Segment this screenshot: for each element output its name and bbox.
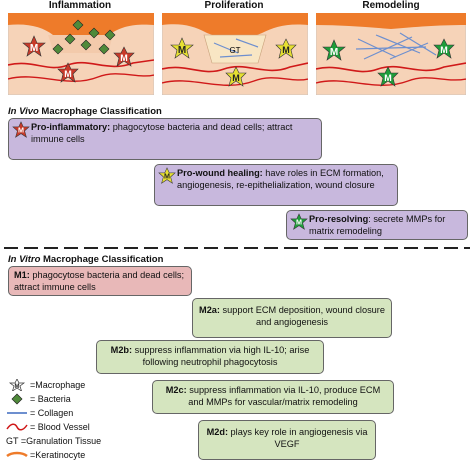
gt-label: GT: [229, 46, 240, 55]
stage-title-inflammation: Inflammation: [48, 0, 112, 11]
in-vivo-title: In Vivo Macrophage Classification: [8, 106, 162, 117]
m1-box: M1: phagocytose bacteria and dead cells;…: [8, 266, 192, 296]
bacteria-icon: [11, 393, 23, 405]
section-divider: [4, 247, 470, 249]
macrophage-icon: M: [275, 38, 297, 59]
m2a-box: M2a: support ECM deposition, wound closu…: [192, 298, 392, 338]
pro-wound-healing-box: M Pro-wound healing: have roles in ECM f…: [154, 164, 398, 206]
m2d-box: M2d: plays key role in angiogenesis via …: [198, 420, 376, 460]
collagen-fibers: [355, 32, 437, 60]
svg-text:M: M: [120, 53, 128, 63]
collagen-icon: [7, 412, 27, 414]
in-vitro-title: In Vitro Macrophage Classification: [8, 254, 164, 265]
svg-text:M: M: [64, 69, 72, 79]
stage-title-remodeling: Remodeling: [362, 0, 420, 11]
macrophage-icon: M: [158, 167, 176, 184]
svg-text:M: M: [30, 43, 38, 54]
macrophage-icon: M: [22, 35, 46, 57]
svg-text:M: M: [15, 384, 20, 390]
wound-bed: [48, 35, 113, 53]
macrophage-icon: M: [170, 37, 194, 59]
granulation-tissue: [203, 34, 267, 64]
svg-text:M: M: [164, 172, 170, 181]
svg-text:M: M: [384, 73, 392, 83]
svg-text:M: M: [330, 47, 338, 58]
keratinocyte-icon: [6, 451, 28, 458]
pro-resolving-box: M Pro-resolving: secrete MMPs for matrix…: [286, 210, 468, 240]
macrophage-icon: M: [8, 379, 26, 391]
macrophage-icon: M: [290, 213, 308, 230]
macrophage-icon: M: [322, 39, 346, 61]
macrophage-icon: M: [12, 121, 30, 138]
svg-text:M: M: [440, 45, 448, 55]
macrophage-icon: M: [225, 66, 247, 87]
blood-vessel-line: [316, 77, 466, 86]
m2b-box: M2b: suppress inflammation via high IL-1…: [96, 340, 324, 374]
remodeling-panel: M M M: [316, 13, 466, 95]
inflammation-panel: M M M: [8, 13, 154, 95]
svg-text:M: M: [178, 45, 186, 56]
svg-text:M: M: [296, 218, 302, 227]
macrophage-icon: M: [433, 38, 455, 59]
blood-vessel-icon: [6, 423, 28, 431]
macrophage-icon: M: [57, 62, 79, 83]
pro-inflammatory-box: M Pro-inflammatory: phagocytose bacteria…: [8, 118, 322, 160]
blood-vessel-line: [316, 62, 466, 73]
macrophage-icon: M: [377, 66, 399, 87]
m2c-box: M2c: suppress inflammation via IL-10, pr…: [152, 380, 394, 414]
macrophage-icon: M: [113, 46, 135, 67]
blood-vessel-line: [8, 73, 154, 82]
svg-text:M: M: [282, 45, 290, 55]
blood-vessel-line: [162, 77, 308, 86]
epidermis-layer: [162, 13, 308, 41]
bacteria-group: [52, 19, 116, 55]
svg-text:M: M: [18, 126, 24, 135]
epidermis-layer: [316, 13, 466, 29]
stage-title-proliferation: Proliferation: [204, 0, 264, 11]
proliferation-panel: GT M M M: [162, 13, 308, 95]
svg-text:M: M: [232, 73, 240, 83]
blood-vessel-line: [162, 62, 308, 73]
